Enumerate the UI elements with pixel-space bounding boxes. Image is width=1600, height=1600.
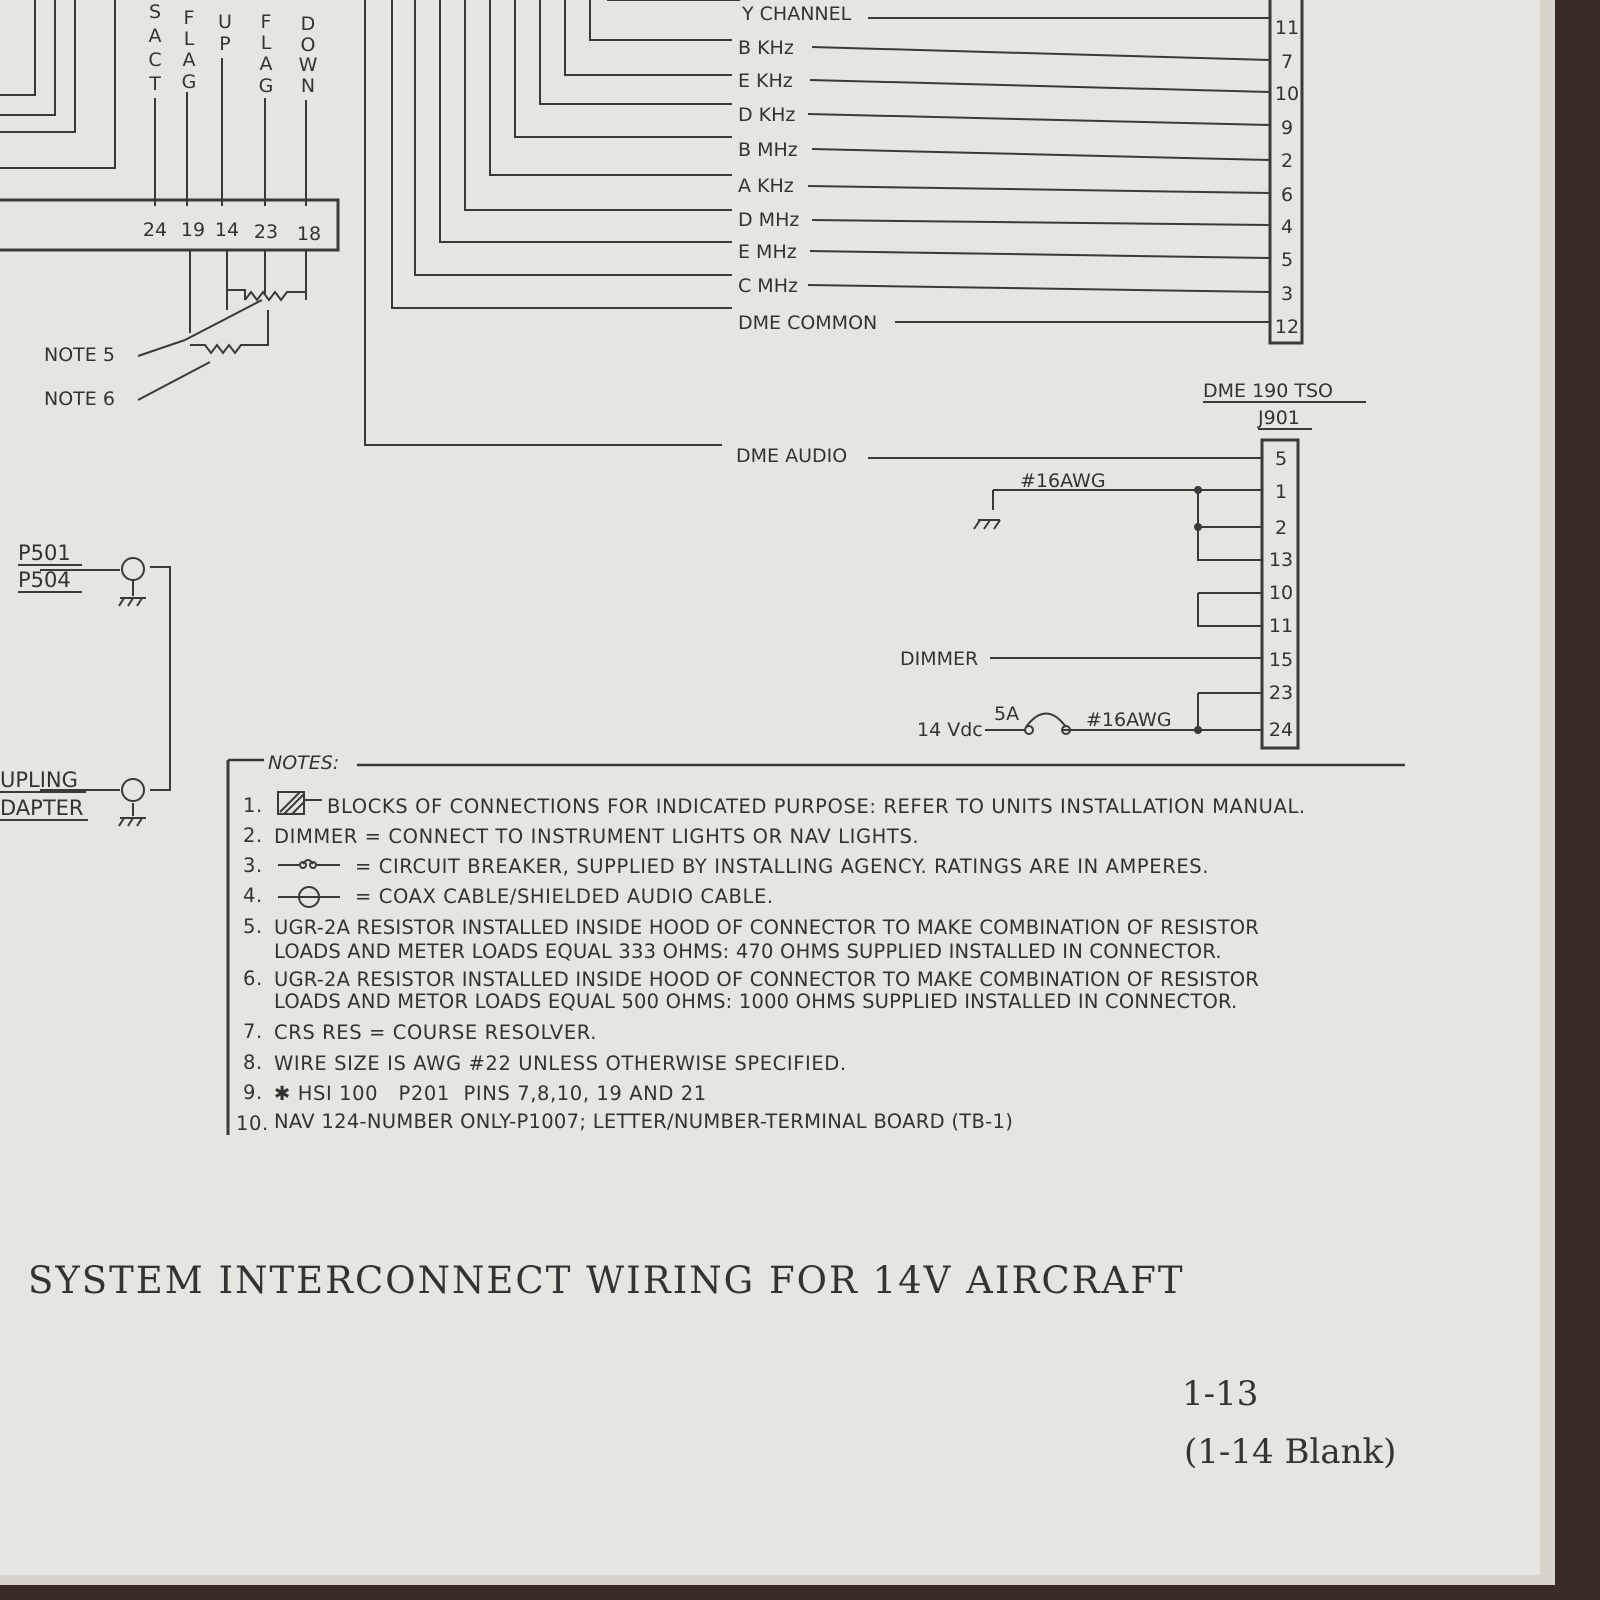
dme-pin: 5 — [1275, 448, 1287, 470]
p501-label: P501 — [18, 541, 71, 565]
dme-pin: 13 — [1269, 549, 1293, 571]
note6-callout: NOTE 6 — [44, 388, 115, 410]
dme-pin: 15 — [1269, 649, 1293, 671]
signal-label: B MHz — [738, 139, 798, 161]
note-num: 9. — [243, 1081, 263, 1104]
dme-audio-label: DME AUDIO — [736, 445, 847, 467]
left-pin: 23 — [254, 221, 278, 243]
signal-label: Y CHANNEL — [741, 3, 852, 25]
note-text: NAV 124-NUMBER ONLY-P1007; LETTER/NUMBER… — [274, 1110, 1014, 1133]
nav-pin: 9 — [1281, 117, 1293, 139]
dme-pin: 23 — [1269, 682, 1293, 704]
signal-label: D KHz — [738, 104, 795, 126]
note-text: BLOCKS OF CONNECTIONS FOR INDICATED PURP… — [327, 795, 1306, 818]
nav-pin: 12 — [1275, 316, 1299, 338]
breaker-contact-left — [1024, 725, 1034, 735]
dme-pin: 1 — [1275, 481, 1287, 503]
adapter-label: DAPTER — [0, 796, 84, 820]
note-text: ✱ HSI 100 P201 PINS 7,8,10, 19 AND 21 — [274, 1082, 707, 1105]
note-text-cont: LOADS AND METER LOADS EQUAL 333 OHMS: 47… — [274, 940, 1222, 963]
dme-pin: 11 — [1269, 615, 1293, 637]
dme-pin: 10 — [1269, 582, 1293, 604]
dme-title: DME 190 TSO — [1203, 380, 1333, 402]
note3-breaker-icon — [299, 861, 307, 869]
breaker-rating: 5A — [994, 703, 1019, 725]
page-number: 1-13 — [1182, 1374, 1258, 1414]
ground-wire-label: #16AWG — [1020, 470, 1106, 492]
dme-connector-id: J901 — [1257, 407, 1300, 429]
power-label: 14 Vdc — [917, 719, 983, 741]
junction-dots — [1194, 486, 1202, 734]
signal-label: DME COMMON — [738, 312, 877, 334]
nav-pin: 4 — [1281, 216, 1293, 238]
left-pin: 14 — [215, 219, 239, 241]
power-wire-label: #16AWG — [1086, 709, 1172, 731]
note-text: = COAX CABLE/SHIELDED AUDIO CABLE. — [355, 885, 774, 908]
blank-page-note: (1-14 Blank) — [1184, 1432, 1396, 1472]
nav-pin: 6 — [1281, 184, 1293, 206]
signal-label: A KHz — [738, 175, 794, 197]
dme-pin: 2 — [1275, 517, 1287, 539]
coax-p501-icon — [121, 557, 145, 581]
left-pin: 19 — [181, 219, 205, 241]
manual-page — [0, 0, 1540, 1575]
note3-breaker-icon-b — [309, 861, 317, 869]
p504-label: P504 — [18, 568, 71, 592]
signal-label: E KHz — [738, 70, 793, 92]
note-num: 5. — [243, 915, 263, 938]
note5-callout: NOTE 5 — [44, 344, 115, 366]
left-pin: 24 — [143, 219, 167, 241]
note-num: 8. — [243, 1051, 263, 1074]
nav-pin: 7 — [1281, 51, 1293, 73]
note-text: = CIRCUIT BREAKER, SUPPLIED BY INSTALLIN… — [355, 855, 1210, 878]
notes-list: 1. BLOCKS OF CONNECTIONS FOR INDICATED P… — [236, 794, 1306, 1135]
note-num: 10. — [236, 1112, 269, 1135]
note-num: 7. — [243, 1020, 263, 1043]
note-text: UGR-2A RESISTOR INSTALLED INSIDE HOOD OF… — [274, 968, 1260, 991]
note-text-cont: LOADS AND METOR LOADS EQUAL 500 OHMS: 10… — [274, 990, 1238, 1013]
note-item: 1. — [243, 794, 263, 817]
nav-pin: 11 — [1275, 17, 1299, 39]
note-text: CRS RES = COURSE RESOLVER. — [274, 1021, 598, 1044]
left-pin: 18 — [297, 223, 321, 245]
breaker-contact-right — [1061, 725, 1071, 735]
note-num: 6. — [243, 967, 263, 990]
note-num: 3. — [243, 854, 263, 877]
coax-coupling-icon — [121, 778, 145, 802]
nav-pin: 5 — [1281, 249, 1293, 271]
signal-label: C MHz — [738, 275, 798, 297]
nav-pin: 10 — [1275, 83, 1299, 105]
note-text: WIRE SIZE IS AWG #22 UNLESS OTHERWISE SP… — [274, 1052, 847, 1075]
note-num: 4. — [243, 884, 263, 907]
coupling-label: UPLING — [0, 768, 78, 792]
nav-pin: 3 — [1281, 283, 1293, 305]
nav-pin: 2 — [1281, 150, 1293, 172]
wiring-lines — [0, 0, 1405, 1135]
page-title: SYSTEM INTERCONNECT WIRING FOR 14V AIRCR… — [28, 1259, 1185, 1302]
signal-label: E MHz — [738, 241, 797, 263]
note-text: UGR-2A RESISTOR INSTALLED INSIDE HOOD OF… — [274, 916, 1260, 939]
note4-coax-icon — [298, 886, 320, 908]
notes-header: NOTES: — [268, 752, 339, 774]
signal-label: D MHz — [738, 209, 799, 231]
dme-pin: 24 — [1269, 719, 1293, 741]
note-text: DIMMER = CONNECT TO INSTRUMENT LIGHTS OR… — [274, 825, 920, 848]
note-num: 2. — [243, 824, 263, 847]
dimmer-label: DIMMER — [900, 648, 978, 670]
signal-label: B KHz — [738, 37, 794, 59]
